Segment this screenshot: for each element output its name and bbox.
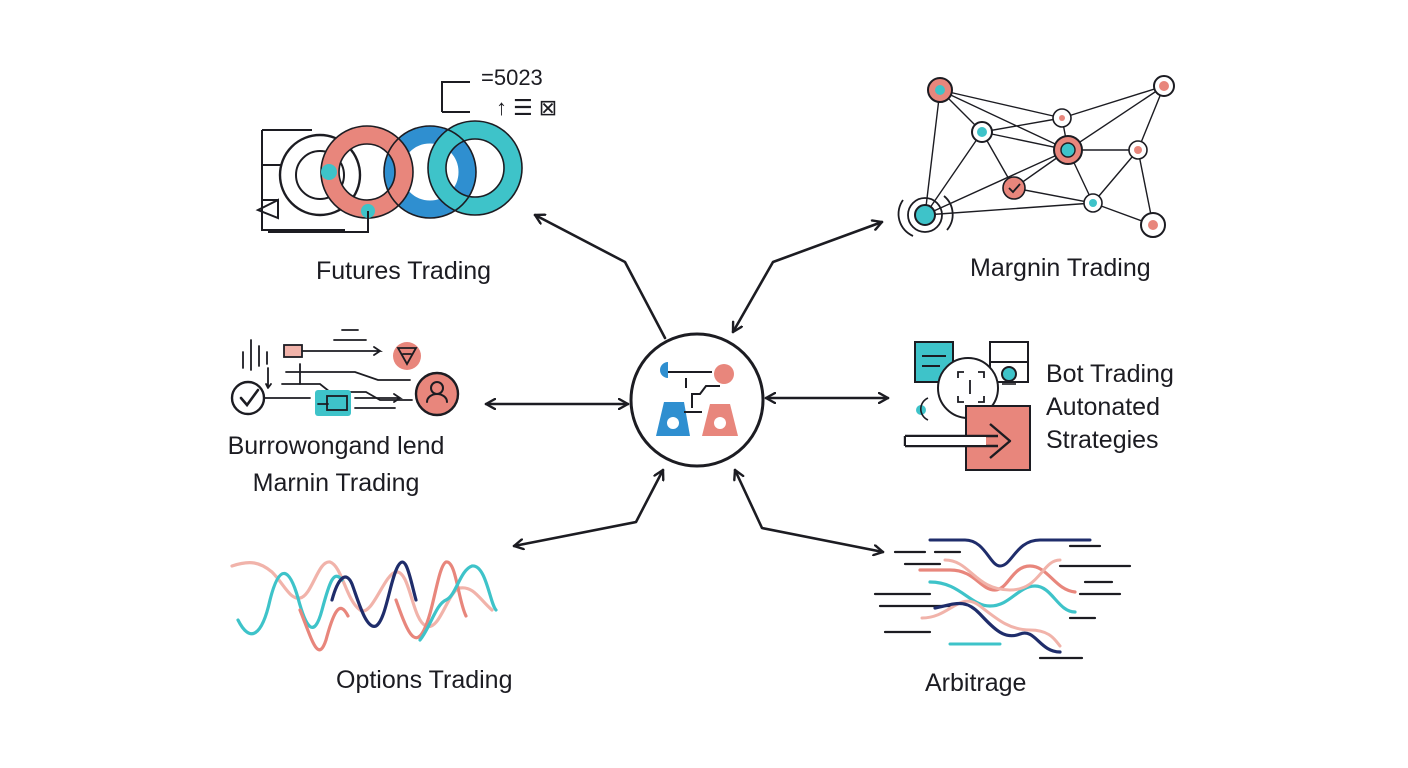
label-margin-line: Margnin Trading (970, 254, 1151, 282)
bot-arrow-icon (903, 341, 1031, 471)
label-bot-line-1: Bot Trading (1046, 360, 1174, 388)
label-arbitrage-line: Arbitrage (925, 669, 1027, 697)
network-graph-icon (897, 75, 1175, 238)
label-futures-line: Futures Trading (316, 257, 492, 285)
label-options-line: Options Trading (336, 666, 513, 694)
label-arbitrage: Arbitrage (925, 667, 1026, 700)
interlocking-rings-icon (255, 81, 523, 233)
flow-diagram-icon (230, 329, 460, 417)
label-futures: Futures Trading (316, 255, 491, 288)
label-bot-line-2: Autonated (1046, 393, 1160, 421)
futures-annotation-symbols: ↑☰⊠ (496, 95, 564, 120)
connector-arbitrage (735, 468, 885, 552)
parallel-lines-icon (873, 538, 1132, 660)
label-bot-line-3: Strategies (1046, 426, 1159, 454)
label-options: Options Trading (336, 664, 513, 697)
futures-annotation-value: =5023 (481, 65, 543, 90)
connector-margin (731, 222, 884, 334)
connector-futures (533, 215, 667, 340)
connectors (484, 215, 890, 552)
label-borrow-line-1: Burrowongand lend (227, 432, 445, 460)
label-bot: Bot Trading Autonated Strategies (1046, 358, 1174, 457)
connector-options (512, 468, 663, 546)
label-borrow: Burrowongand lend Marnin Trading (218, 430, 454, 500)
label-margin: Margnin Trading (970, 252, 1151, 285)
trading-hub-icon (629, 332, 765, 468)
wave-lines-icon (230, 560, 498, 652)
label-borrow-line-2: Marnin Trading (252, 469, 420, 497)
